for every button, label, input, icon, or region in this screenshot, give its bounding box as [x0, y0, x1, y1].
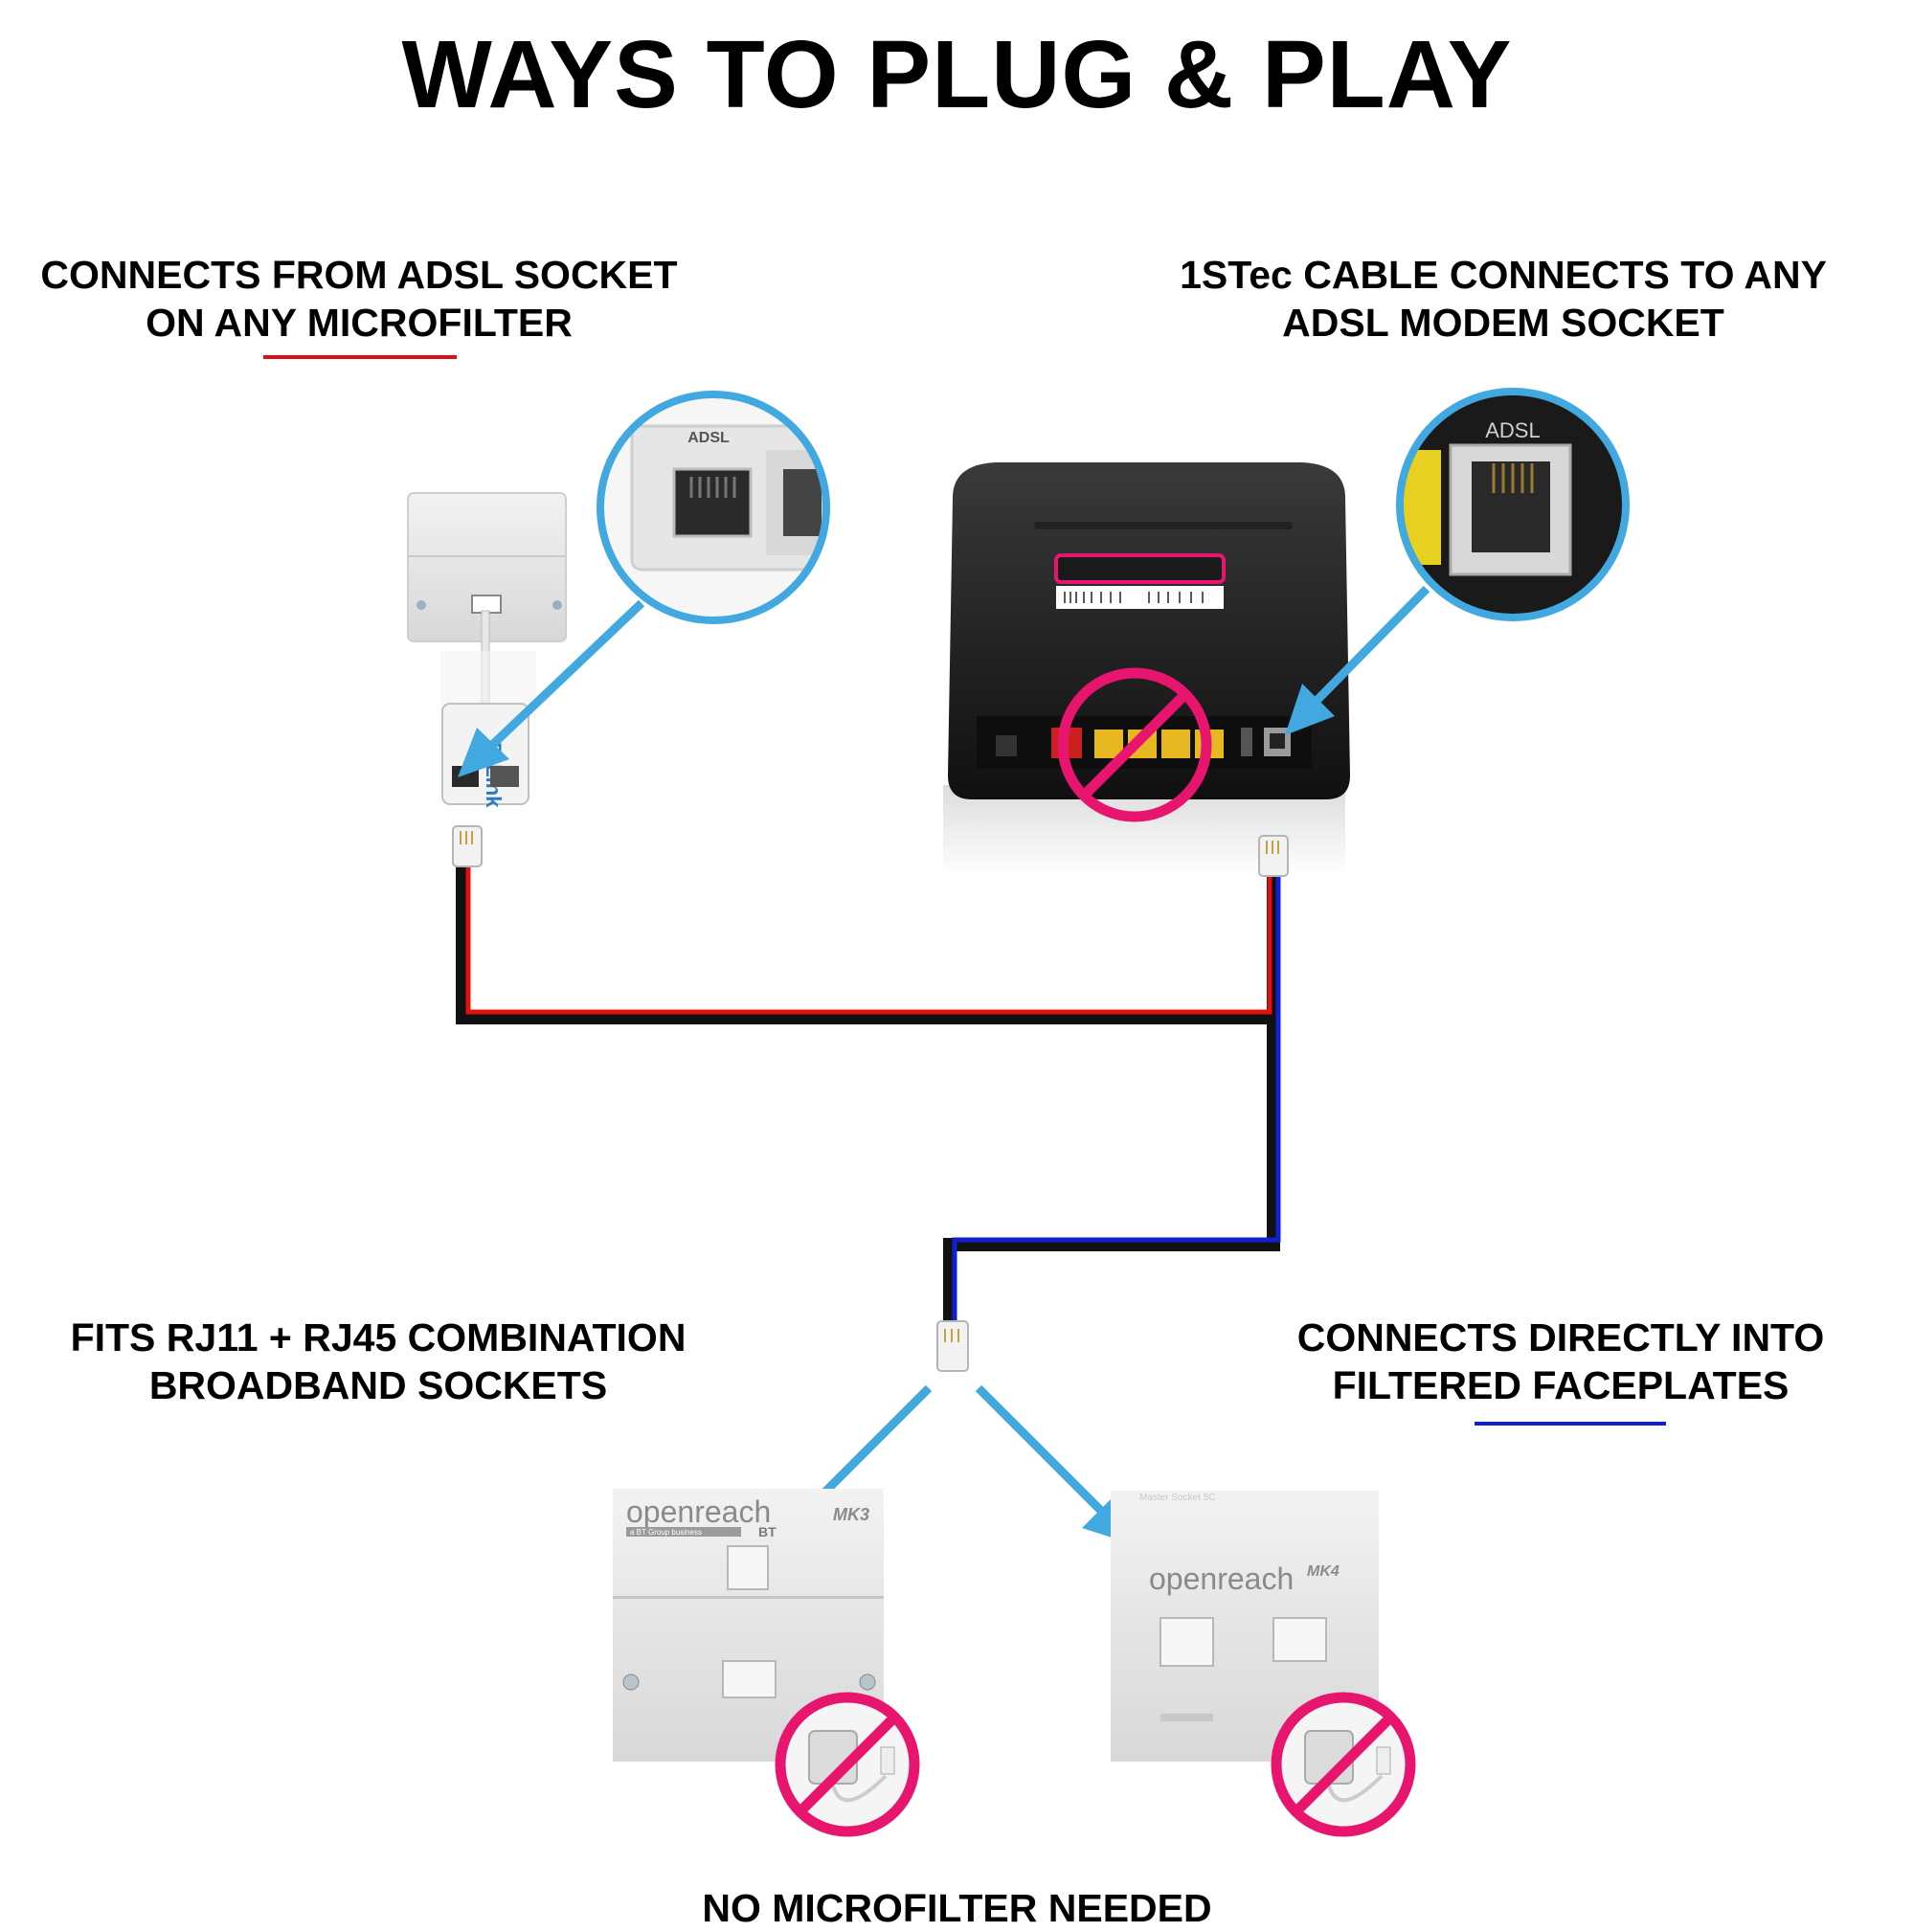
mk4-top: Master Socket 5C — [1139, 1493, 1215, 1503]
label-modem-line1: 1STec CABLE CONNECTS TO ANY — [1180, 253, 1827, 297]
prohibition-icon — [1271, 1692, 1416, 1837]
label-filtered-line1: CONNECTS DIRECTLY INTO — [1296, 1315, 1825, 1359]
label-modem: 1STec CABLE CONNECTS TO ANY ADSL MODEM S… — [1163, 251, 1843, 347]
label-microfilter-line2: ON ANY MICROFILTER — [146, 301, 573, 345]
zoom-circle-modem: ADSL — [1396, 388, 1630, 621]
microfilter-icon: D-Link — [407, 492, 567, 808]
prohibition-icon — [1057, 667, 1212, 822]
label-combination-line1: FITS RJ11 + RJ45 COMBINATION — [70, 1315, 687, 1359]
arrow-icon — [458, 599, 645, 777]
label-modem-line2: ADSL MODEM SOCKET — [1282, 301, 1724, 345]
rj11-plug-icon — [936, 1320, 969, 1372]
page-title: WAYS TO PLUG & PLAY — [401, 21, 1513, 128]
mk3-mark: BT — [758, 1524, 777, 1539]
label-filtered-faceplate: CONNECTS DIRECTLY INTO FILTERED FACEPLAT… — [1221, 1314, 1901, 1409]
prohibition-icon — [775, 1692, 920, 1837]
label-microfilter: CONNECTS FROM ADSL SOCKET ON ANY MICROFI… — [19, 251, 699, 347]
rj11-plug-icon — [452, 825, 483, 867]
cable — [456, 866, 1281, 1321]
label-combination-line2: BROADBAND SOCKETS — [148, 1363, 608, 1407]
zoom-port-label-left: ADSL — [687, 430, 730, 446]
mk4-model: MK4 — [1307, 1563, 1340, 1580]
label-filtered-line2: FILTERED FACEPLATES — [1332, 1363, 1790, 1407]
router-icon — [943, 462, 1350, 876]
zoom-port-label-right: ADSL — [1485, 418, 1540, 442]
label-microfilter-line1: CONNECTS FROM ADSL SOCKET — [40, 253, 678, 297]
zoom-circle-microfilter: ADSL — [597, 391, 830, 624]
arrow-icon — [1285, 585, 1430, 735]
mk3-sub: a BT Group business — [630, 1528, 702, 1537]
mk3-model: MK3 — [833, 1505, 869, 1524]
mk4-brand: openreach — [1149, 1561, 1294, 1596]
mk3-brand: openreach — [626, 1494, 771, 1529]
rj11-plug-icon — [1258, 835, 1289, 877]
label-combination-socket: FITS RJ11 + RJ45 COMBINATION BROADBAND S… — [38, 1314, 718, 1409]
